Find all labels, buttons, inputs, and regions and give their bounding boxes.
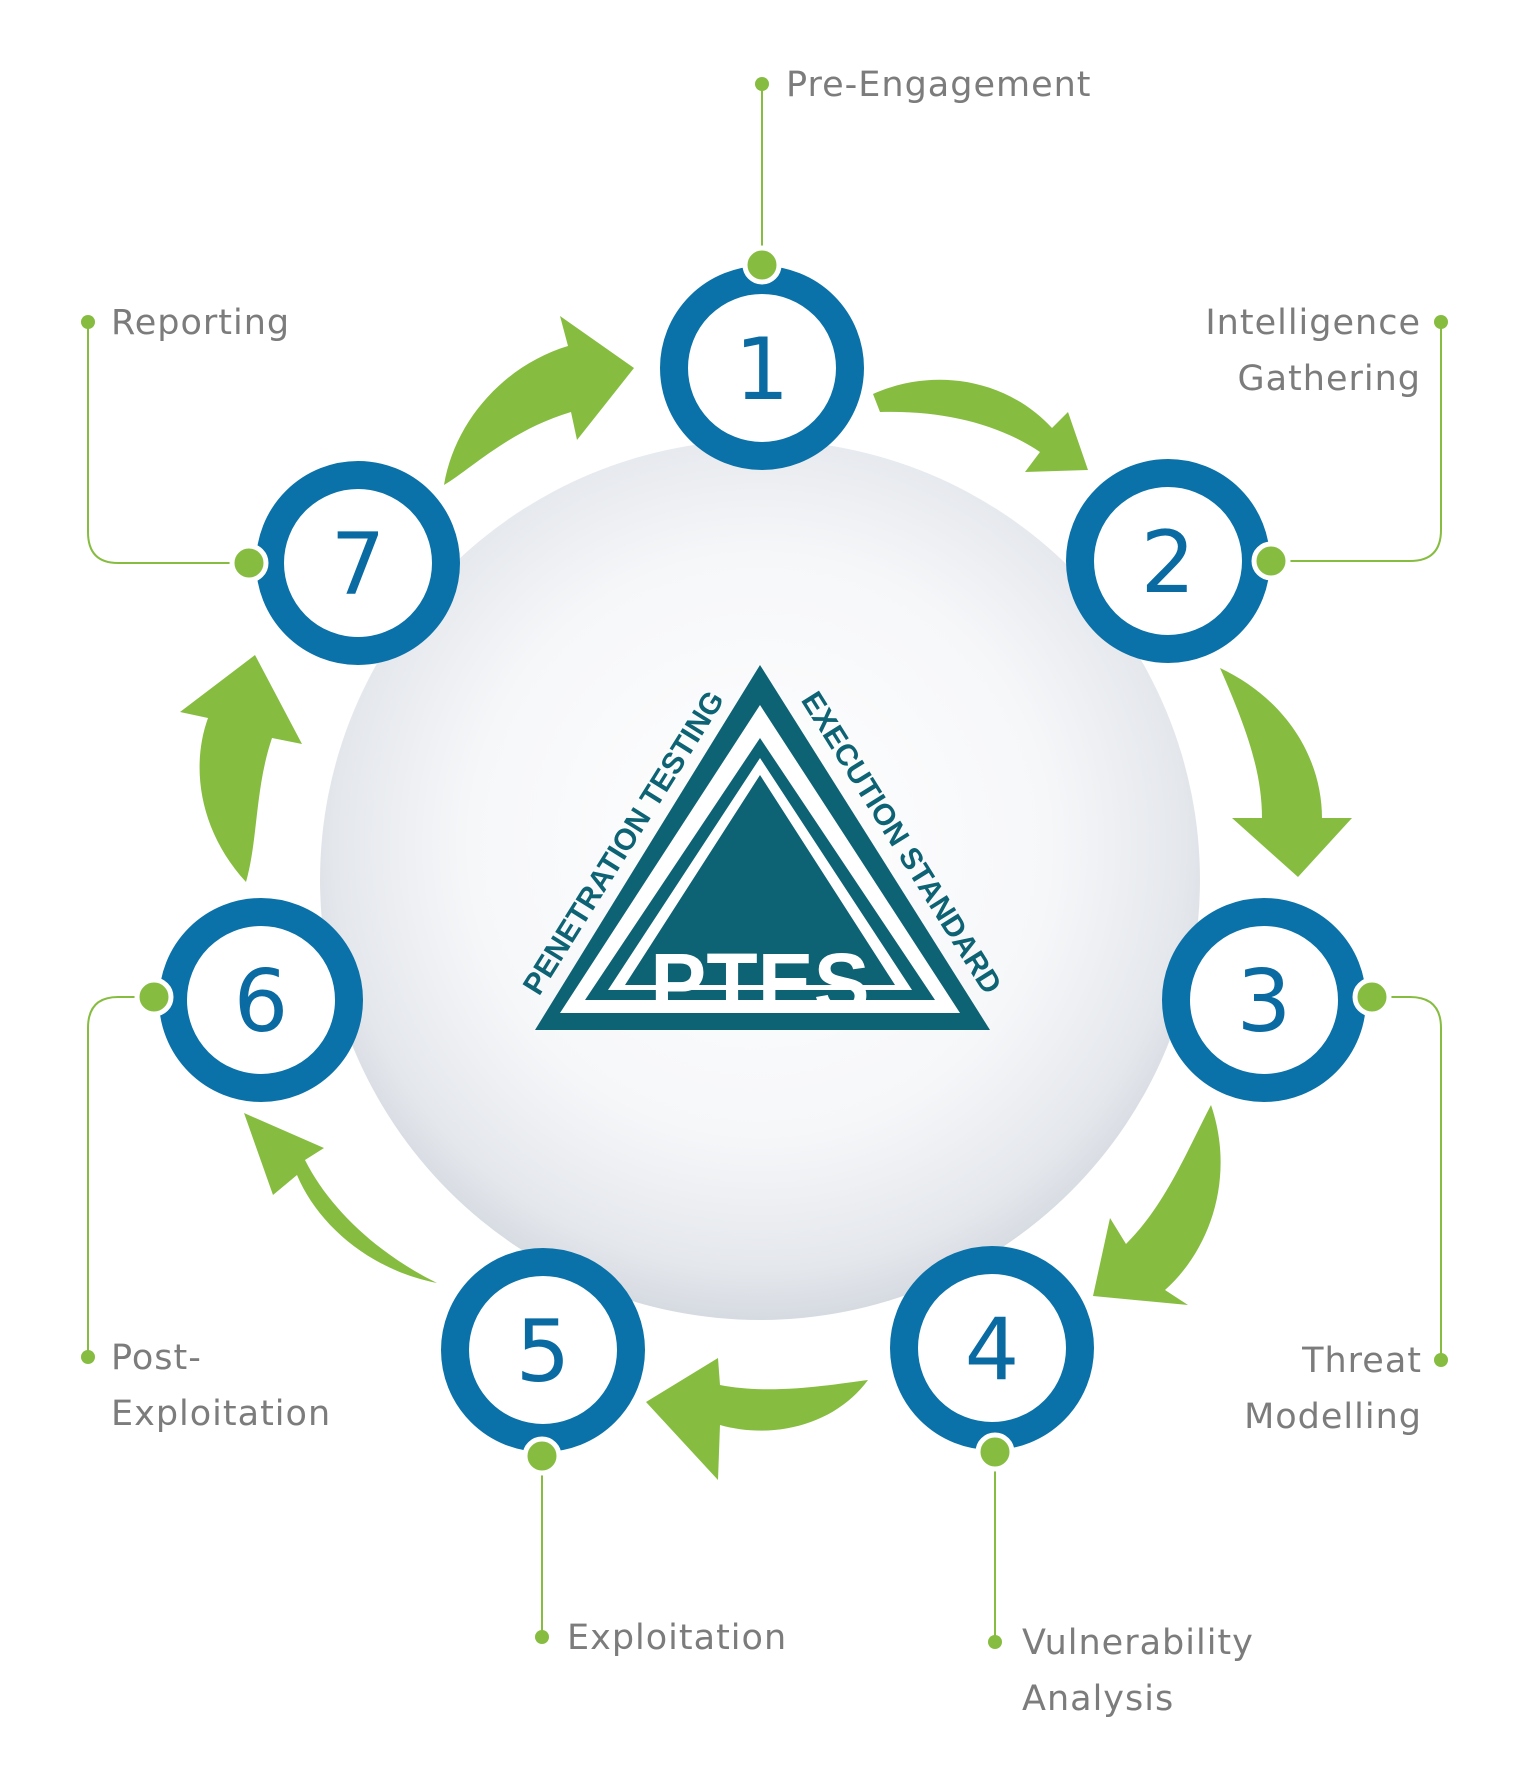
connector-knob-step-7 xyxy=(229,543,269,583)
connector-end-dot-step-7 xyxy=(81,315,95,329)
step-label-2-line: Intelligence xyxy=(1205,303,1421,343)
connector-end-dot-step-3 xyxy=(1434,1353,1448,1367)
connector-knob-step-3 xyxy=(1352,977,1392,1017)
connector-knob-step-1 xyxy=(742,245,782,285)
step-label-5-line: Exploitation xyxy=(567,1618,787,1658)
step-label-7: Reporting xyxy=(111,303,290,343)
step-label-3-line: Modelling xyxy=(1244,1397,1422,1437)
connector-lines xyxy=(81,77,1448,1649)
arrow-6-to-7 xyxy=(180,655,302,882)
logo-main-text: PTES xyxy=(650,936,869,1030)
connector-end-dot-step-1 xyxy=(755,77,769,91)
step-label-2-line: Gathering xyxy=(1237,359,1421,399)
step-number-1: 1 xyxy=(735,320,790,420)
step-label-1: Pre-Engagement xyxy=(786,65,1092,105)
connector-knob-step-6 xyxy=(134,977,174,1017)
connector-end-dot-step-4 xyxy=(988,1635,1002,1649)
step-label-7-line: Reporting xyxy=(111,303,290,343)
connector-line-step-6 xyxy=(87,996,154,1357)
step-number-7: 7 xyxy=(331,515,386,615)
step-label-6-line: Post- xyxy=(111,1338,202,1378)
step-label-4-line: Analysis xyxy=(1022,1679,1174,1719)
connector-end-dot-step-2 xyxy=(1434,315,1448,329)
step-number-3: 3 xyxy=(1237,952,1292,1052)
step-label-6: Post- Exploitation xyxy=(111,1338,331,1434)
step-number-5: 5 xyxy=(516,1302,571,1402)
step-label-3-line: Threat xyxy=(1301,1341,1422,1381)
step-number-2: 2 xyxy=(1141,513,1196,613)
arrow-3-to-4 xyxy=(1093,1105,1221,1305)
step-number-6: 6 xyxy=(234,952,289,1052)
logo-mountain xyxy=(625,775,895,985)
arrow-2-to-3 xyxy=(1220,668,1352,877)
step-ring-3 xyxy=(1162,898,1366,1102)
connector-line-step-7 xyxy=(87,322,249,564)
connector-knob-step-5 xyxy=(522,1436,562,1476)
step-label-1-line: Pre-Engagement xyxy=(786,65,1092,105)
connector-line-step-2 xyxy=(1271,322,1442,562)
arrow-5-to-6 xyxy=(244,1113,437,1283)
step-label-4-line: Vulnerability xyxy=(1022,1623,1254,1663)
arrow-4-to-5 xyxy=(646,1358,868,1480)
arrow-7-to-1 xyxy=(444,316,634,485)
connector-line-step-3 xyxy=(1372,996,1442,1360)
step-rings: 1 2 3 4 5 6 7 xyxy=(134,245,1392,1476)
step-ring-7 xyxy=(256,461,460,665)
arrow-1-to-2 xyxy=(873,379,1088,472)
connector-knob-step-2 xyxy=(1251,541,1291,581)
step-label-6-line: Exploitation xyxy=(111,1394,331,1434)
step-number-4: 4 xyxy=(965,1300,1020,1400)
connector-end-dot-step-5 xyxy=(535,1630,549,1644)
connector-knob-step-4 xyxy=(975,1432,1015,1472)
connector-end-dot-step-6 xyxy=(81,1350,95,1364)
cycle-arrows xyxy=(180,316,1352,1480)
step-label-5: Exploitation xyxy=(567,1618,787,1658)
